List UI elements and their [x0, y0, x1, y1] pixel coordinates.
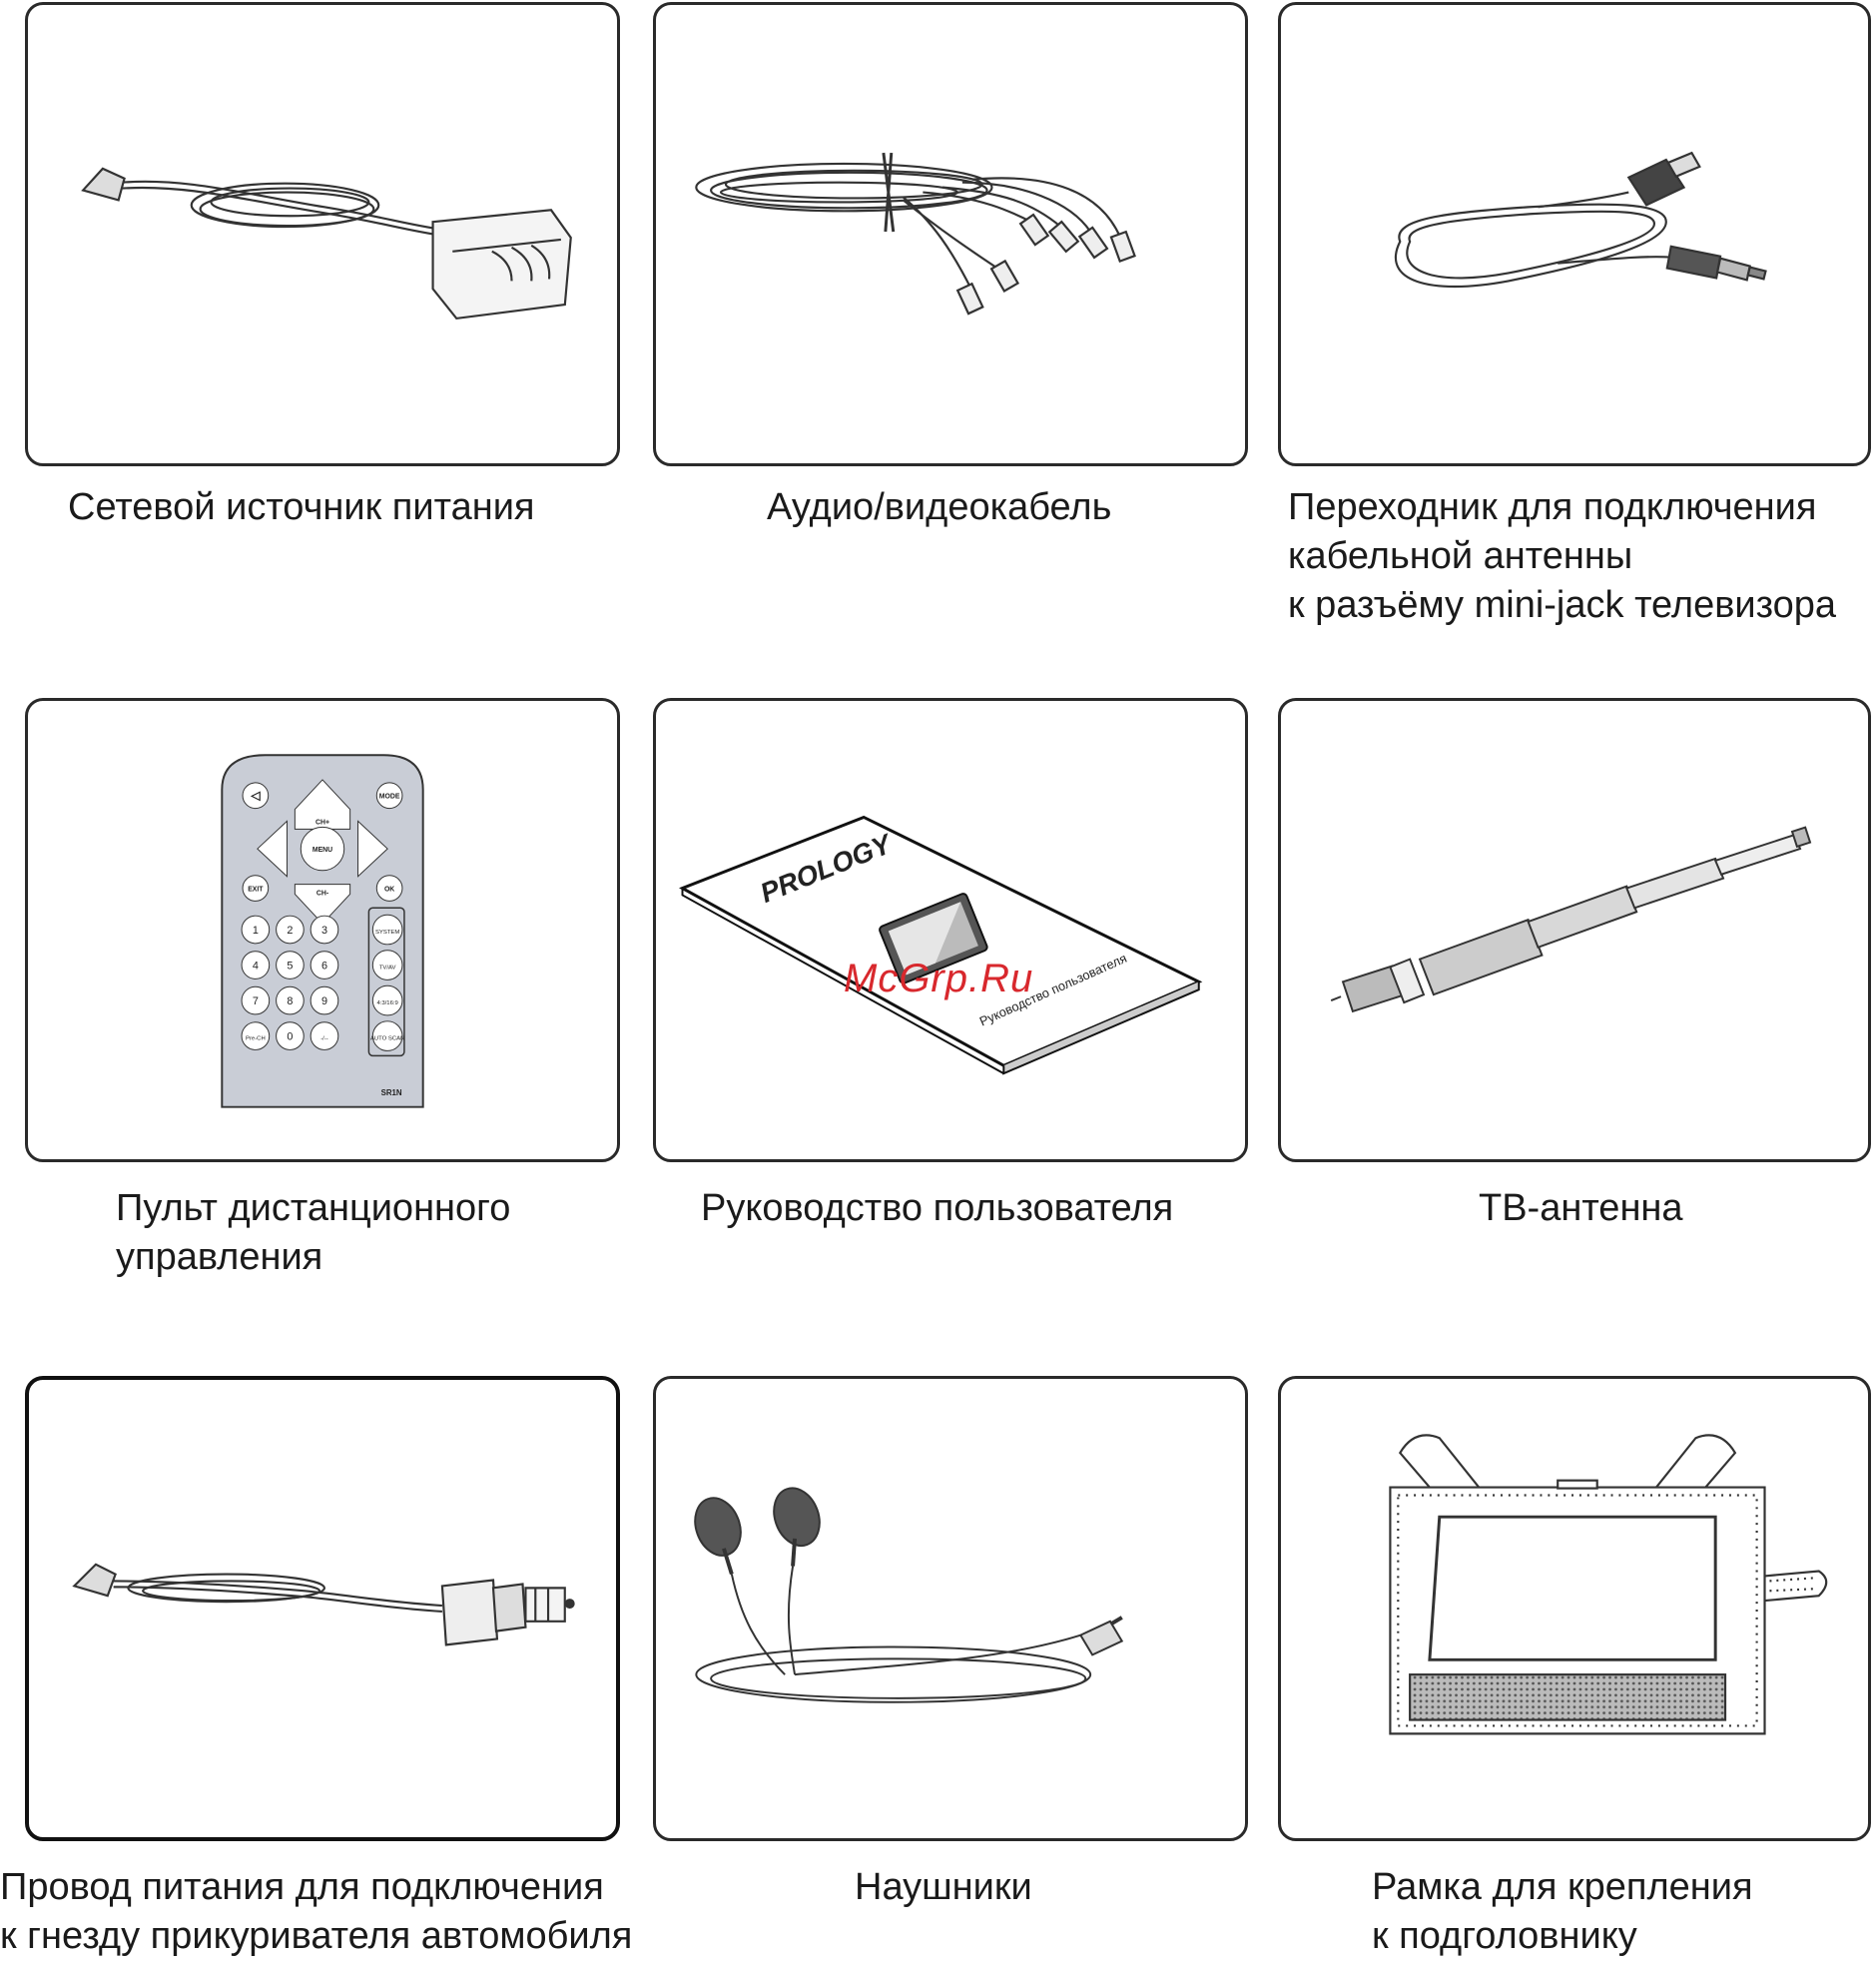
remote-key-label: 3 — [321, 925, 327, 937]
remote-key — [371, 1020, 403, 1051]
remote-key-label: 6 — [321, 960, 327, 972]
remote-key-label: 9 — [321, 995, 327, 1007]
caption-line: ТВ-антенна — [1479, 1187, 1683, 1229]
caption-line: Рамка для крепления — [1372, 1866, 1753, 1908]
caption-line: Руководство пользователя — [701, 1187, 1174, 1229]
remote-key — [371, 984, 403, 1016]
remote-key — [310, 951, 339, 980]
caption-line: Сетевой источник питания — [68, 486, 535, 528]
remote-ok-label: OK — [384, 887, 394, 894]
remote-key — [276, 985, 305, 1015]
remote-key — [241, 1021, 271, 1050]
remote-key — [241, 915, 271, 945]
remote-key-label: Pre-CH — [246, 1036, 266, 1042]
remote-key — [371, 914, 403, 946]
remote-key — [310, 915, 339, 945]
caption-line: Пульт дистанционного — [116, 1187, 511, 1229]
remote-key-label: 4 — [253, 960, 259, 972]
tv-antenna-frame — [1278, 698, 1871, 1162]
antenna-adapter-frame — [1278, 2, 1871, 466]
remote-key-label: 7 — [253, 995, 259, 1007]
remote-key-label: -/-- — [320, 1036, 328, 1042]
remote-key — [276, 1021, 305, 1050]
user-manual-frame: PROLOGY Руководство пользователя — [653, 698, 1248, 1162]
remote-ch-plus-label: CH+ — [315, 819, 329, 826]
remote-key-label: 2 — [287, 925, 293, 937]
caption-line: Аудио/видеокабель — [767, 486, 1112, 528]
user-manual-illustration: PROLOGY Руководство пользователя — [679, 815, 1203, 1075]
watermark: McGrp.Ru — [844, 957, 1034, 1000]
remote-key — [371, 950, 403, 980]
remote-key-label: 1 — [253, 925, 259, 937]
remote-key-label: 8 — [287, 995, 293, 1007]
remote-control-illustration: ◁ MODE CH+ MENU CH- EXIT OK 1 2 3 SYSTEM 4 5 6… — [221, 754, 424, 1108]
remote-top-buttons: ◁ MODE CH+ MENU CH- EXIT OK — [242, 779, 403, 925]
headphones-illustration — [694, 1487, 1124, 1703]
av-cable-illustration — [695, 152, 1136, 316]
caption-line: к разъёму mini-jack телевизора — [1288, 584, 1837, 626]
power-adapter-frame — [25, 2, 620, 466]
remote-exit-label: EXIT — [248, 887, 264, 894]
car-power-cord-illustration — [72, 1563, 575, 1646]
headrest-frame-illustration — [1389, 1434, 1828, 1735]
headrest-frame-frame — [1278, 1376, 1871, 1841]
remote-key-label: TV/AV — [379, 965, 396, 971]
antenna-adapter-illustration — [1394, 151, 1767, 289]
remote-key — [310, 985, 339, 1015]
remote-key-label: AUTO SCAN — [370, 1036, 404, 1042]
remote-ch-minus-label: CH- — [316, 890, 329, 897]
tv-antenna-illustration — [1330, 826, 1812, 1013]
mute-icon: ◁ — [250, 789, 261, 803]
remote-key — [241, 985, 271, 1015]
remote-mode-label: MODE — [379, 794, 400, 801]
caption-line: кабельной антенны — [1288, 535, 1633, 577]
caption-line: управления — [116, 1236, 323, 1278]
remote-menu-label: MENU — [313, 847, 332, 854]
caption-line: к подголовнику — [1372, 1915, 1637, 1957]
caption-line: Провод питания для подключения — [0, 1866, 604, 1908]
remote-key-label: SYSTEM — [375, 930, 399, 936]
remote-key — [276, 915, 305, 945]
remote-key — [310, 1021, 339, 1050]
remote-control-frame: ◁ MODE CH+ MENU CH- EXIT OK 1 2 3 SYSTEM 4 5 6… — [25, 698, 620, 1162]
power-adapter-illustration — [81, 167, 572, 321]
caption-line: Переходник для подключения — [1288, 486, 1817, 528]
headphones-frame — [653, 1376, 1248, 1841]
remote-key — [276, 951, 305, 980]
caption-line: Наушники — [855, 1866, 1032, 1908]
remote-key-label: 5 — [287, 960, 293, 972]
car-power-cord-frame — [25, 1376, 620, 1841]
caption-line: к гнезду прикуривателя автомобиля — [0, 1915, 633, 1957]
remote-key-label: 4:3/16:9 — [376, 1000, 397, 1006]
remote-key-label: 0 — [287, 1031, 293, 1043]
av-cable-frame — [653, 2, 1248, 466]
remote-model-label: SR1N — [381, 1088, 402, 1097]
remote-key — [241, 951, 271, 980]
